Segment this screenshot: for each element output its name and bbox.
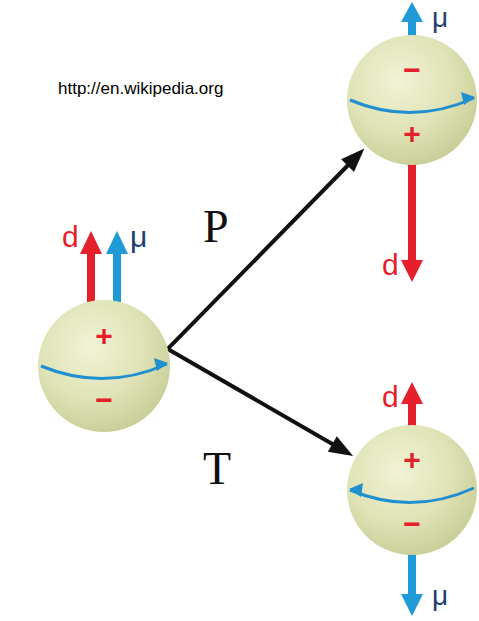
- charge-sign: +: [95, 321, 113, 351]
- arrow-shaft: [168, 164, 349, 349]
- moment-arrow: [401, 2, 423, 38]
- moment-label: μ: [130, 222, 147, 252]
- charge-sign: −: [403, 55, 421, 85]
- charge-sign: −: [403, 509, 421, 539]
- spin-head: [461, 92, 475, 105]
- spin-arc: [350, 488, 474, 503]
- source-url: http://en.wikipedia.org: [58, 80, 223, 97]
- particle-sphere: −+: [347, 35, 477, 165]
- moment-label: μ: [432, 582, 448, 610]
- arrow-shaft: [168, 349, 334, 445]
- particle-sphere: +−: [38, 300, 170, 432]
- spin-head: [154, 358, 168, 371]
- particle-sphere: +−: [347, 425, 477, 555]
- dipole-arrow: [401, 382, 423, 430]
- moment-arrow: [401, 552, 423, 616]
- arrow-head: [328, 436, 353, 456]
- charge-sign: −: [95, 385, 113, 415]
- dipole-label: d: [382, 382, 399, 412]
- dipole-arrow: [401, 162, 423, 282]
- moment-label: μ: [432, 4, 448, 32]
- symmetry-label: P: [203, 204, 229, 250]
- dipole-arrow: [80, 231, 102, 304]
- symmetry-label: T: [203, 446, 231, 492]
- moment-arrow: [106, 231, 128, 304]
- charge-sign: +: [403, 445, 421, 475]
- spin-arc: [41, 364, 167, 379]
- dipole-label: d: [62, 222, 79, 252]
- spin-head: [349, 483, 363, 497]
- dipole-label: d: [382, 250, 399, 280]
- arrow-head: [341, 149, 364, 172]
- spin-arc: [350, 98, 474, 113]
- charge-sign: +: [403, 119, 421, 149]
- transform-arrow: [168, 349, 353, 456]
- transform-arrow: [168, 149, 365, 349]
